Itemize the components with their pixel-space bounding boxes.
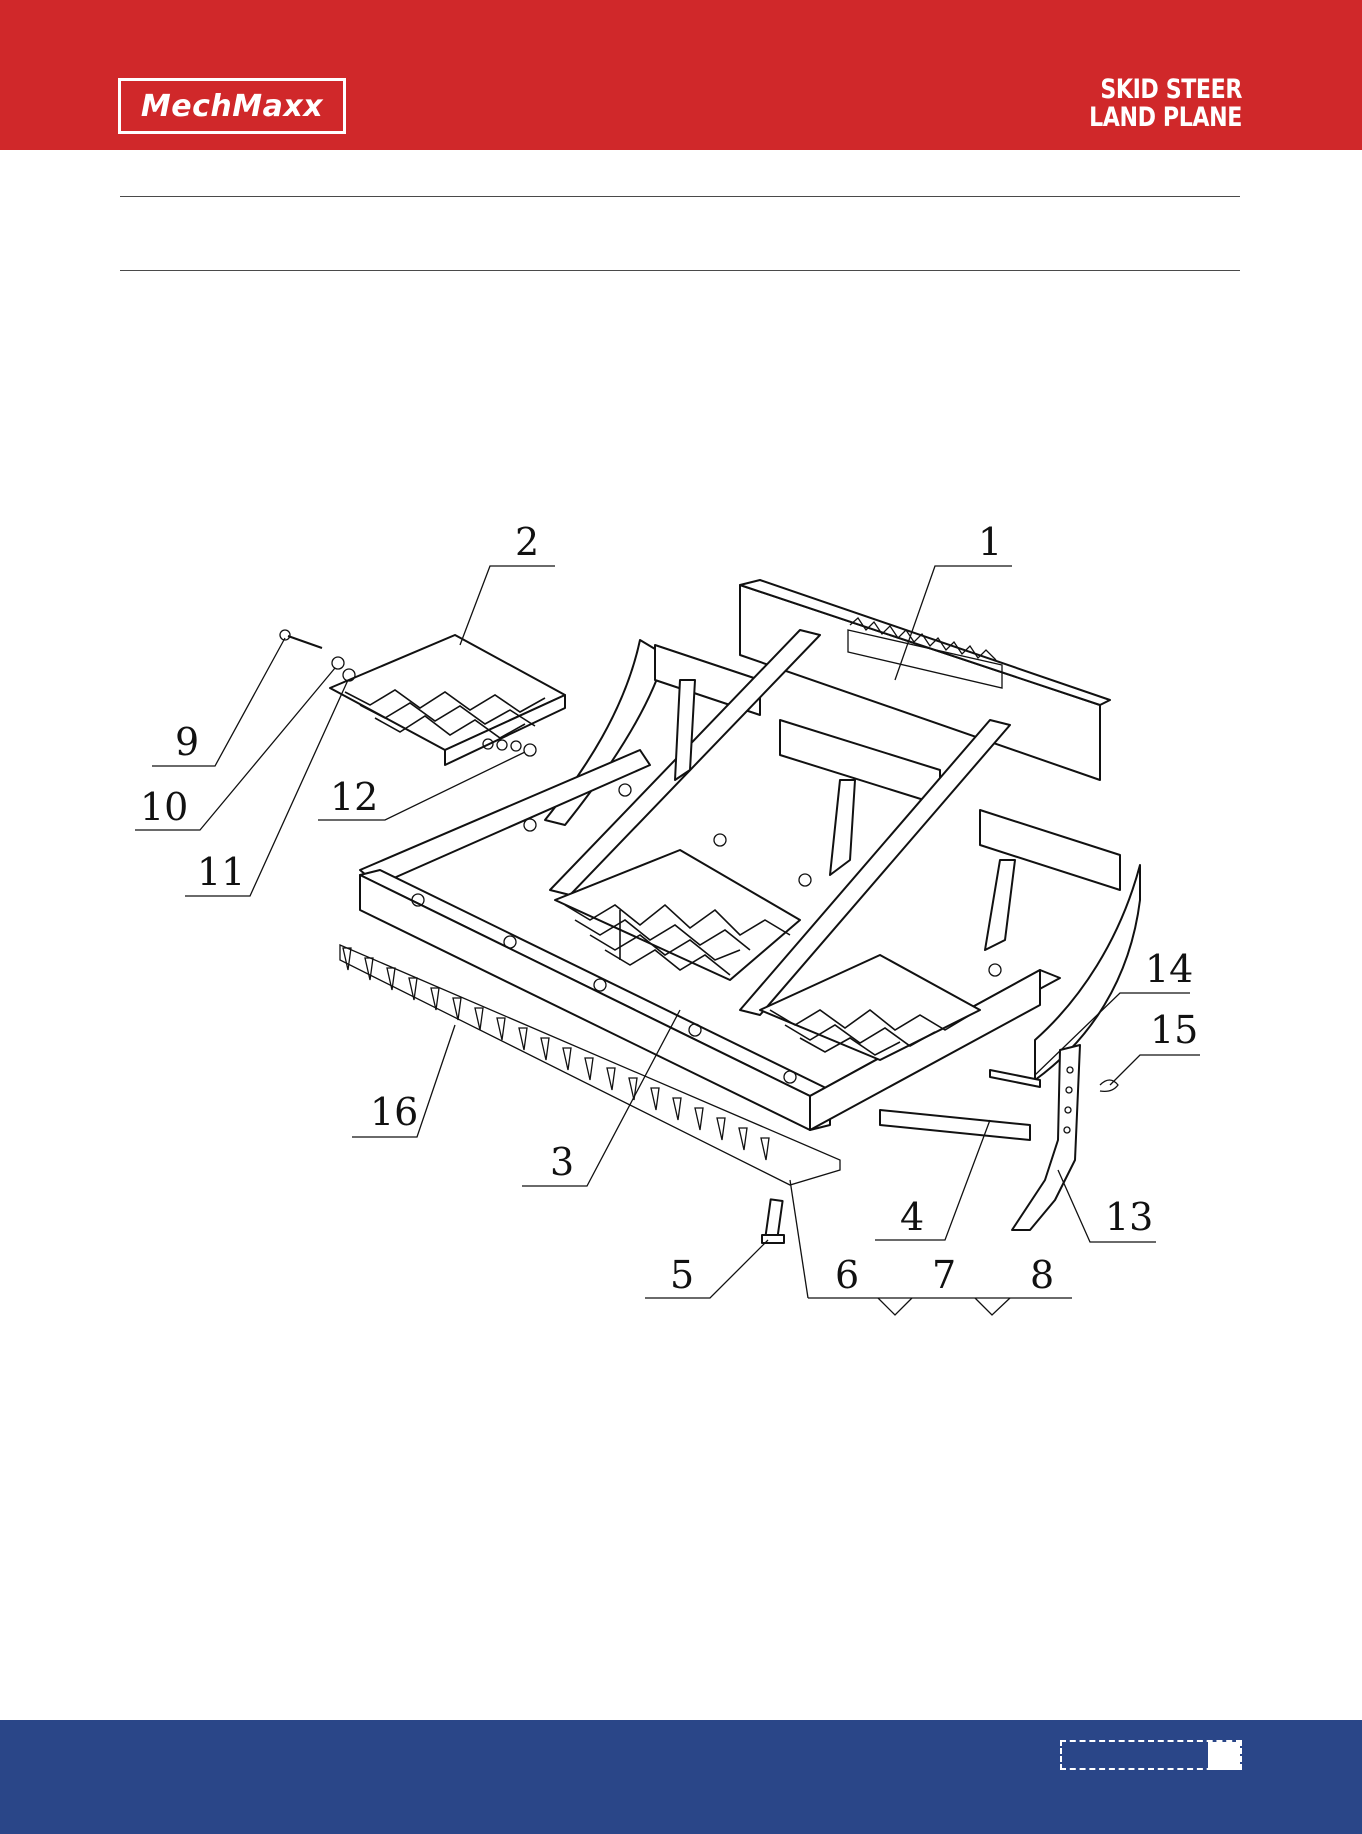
callout-label-2: 2 [515, 520, 539, 564]
step-plate-part [330, 635, 565, 765]
callout-label-4: 4 [900, 1195, 924, 1239]
callout-label-1: 1 [978, 520, 1002, 564]
callout-12: 12 [318, 752, 525, 820]
callout-15: 15 [1110, 1008, 1200, 1085]
callout-13: 13 [1058, 1170, 1156, 1242]
callout-2: 2 [460, 520, 555, 645]
callout-label-12: 12 [330, 775, 378, 819]
product-title-line-1: SKID STEER [1078, 76, 1242, 104]
callout-label-13: 13 [1105, 1195, 1153, 1239]
callout-label-9: 9 [175, 720, 199, 764]
callout-11: 11 [185, 680, 348, 896]
callout-label-16: 16 [370, 1090, 418, 1134]
brand-logo: MechMaxx [118, 78, 346, 134]
pin-part-14 [990, 1070, 1040, 1087]
clip-part-15 [1100, 1080, 1118, 1091]
callout-label-8: 8 [1030, 1253, 1054, 1297]
callout-label-6: 6 [835, 1253, 859, 1297]
exploded-parts-diagram: 1 2 9 10 11 12 14 15 16 3 4 13 [0, 480, 1362, 1380]
page-header: MechMaxx SKID STEER LAND PLANE [0, 0, 1362, 150]
callout-label-14: 14 [1145, 947, 1193, 991]
callout-5: 5 [645, 1240, 768, 1298]
page-footer [0, 1720, 1362, 1834]
hardware-9-10-11 [280, 630, 355, 681]
page-number [1208, 1742, 1240, 1770]
callout-label-7: 7 [932, 1253, 956, 1297]
bolt-part-5 [762, 1199, 784, 1243]
callout-9: 9 [152, 638, 285, 766]
bottom-divider [120, 270, 1240, 271]
callout-10: 10 [135, 668, 335, 830]
callout-label-5: 5 [670, 1253, 694, 1297]
callout-16: 16 [352, 1025, 455, 1137]
product-title-line-2: LAND PLANE [1078, 104, 1242, 132]
callout-6-7-8: 6 7 8 [790, 1180, 1072, 1315]
product-title: SKID STEER LAND PLANE [1078, 76, 1242, 132]
callout-label-3: 3 [550, 1140, 574, 1184]
callout-label-11: 11 [197, 850, 245, 894]
brand-name: MechMaxx [141, 89, 323, 124]
callout-label-10: 10 [140, 785, 188, 829]
callout-4: 4 [875, 1120, 990, 1240]
callout-label-15: 15 [1150, 1008, 1198, 1052]
top-divider [120, 196, 1240, 197]
